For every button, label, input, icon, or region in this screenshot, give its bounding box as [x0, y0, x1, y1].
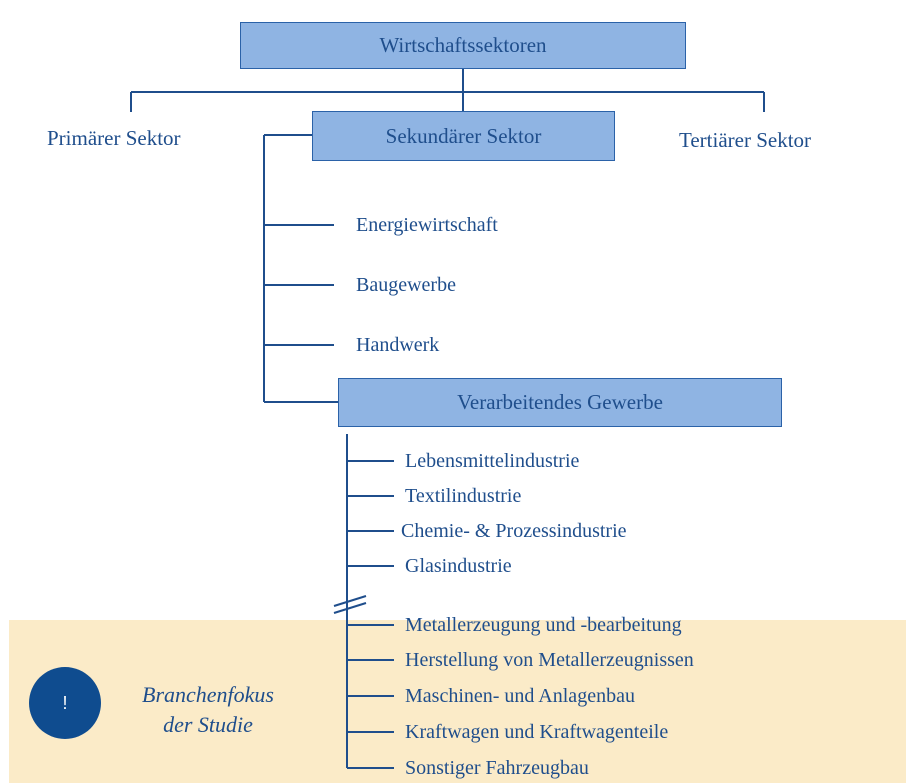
exclamation-symbol: !	[62, 692, 68, 713]
focus-industry-item: Maschinen- und Anlagenbau	[405, 685, 635, 707]
industry-item: Textilindustrie	[405, 485, 522, 507]
exclamation-icon: !	[29, 667, 101, 739]
industry-item: Chemie- & Prozessindustrie	[401, 520, 627, 542]
focus-industry-item: Metallerzeugung und -bearbeitung	[405, 614, 682, 636]
secondary-child-energy: Energiewirtschaft	[356, 214, 498, 236]
focus-industry-item: Sonstiger Fahrzeugbau	[405, 757, 589, 779]
secondary-child-crafts: Handwerk	[356, 334, 440, 356]
secondary-child-construction: Baugewerbe	[356, 274, 456, 296]
tertiary-sector-label: Tertiärer Sektor	[679, 128, 812, 152]
focus-industry-item: Herstellung von Metallerzeugnissen	[405, 649, 694, 671]
manufacturing-label: Verarbeitendes Gewerbe	[457, 390, 663, 414]
primary-sector-label: Primärer Sektor	[47, 126, 181, 150]
root-label: Wirtschaftssektoren	[379, 33, 547, 57]
industry-item: Glasindustrie	[405, 555, 512, 577]
root-node: Wirtschaftssektoren	[240, 22, 686, 69]
manufacturing-node: Verarbeitendes Gewerbe	[338, 378, 782, 427]
secondary-sector-label: Sekundärer Sektor	[385, 123, 542, 148]
study-focus-caption: Branchenfokus der Studie	[118, 680, 298, 739]
study-focus-band	[9, 620, 906, 783]
study-focus-line1: Branchenfokus	[142, 682, 274, 707]
secondary-sector-node: Sekundärer Sektor	[312, 111, 615, 161]
focus-industry-item: Kraftwagen und Kraftwagenteile	[405, 721, 669, 743]
study-focus-line2: der Studie	[163, 711, 253, 737]
industry-item: Lebensmittelindustrie	[405, 450, 580, 472]
